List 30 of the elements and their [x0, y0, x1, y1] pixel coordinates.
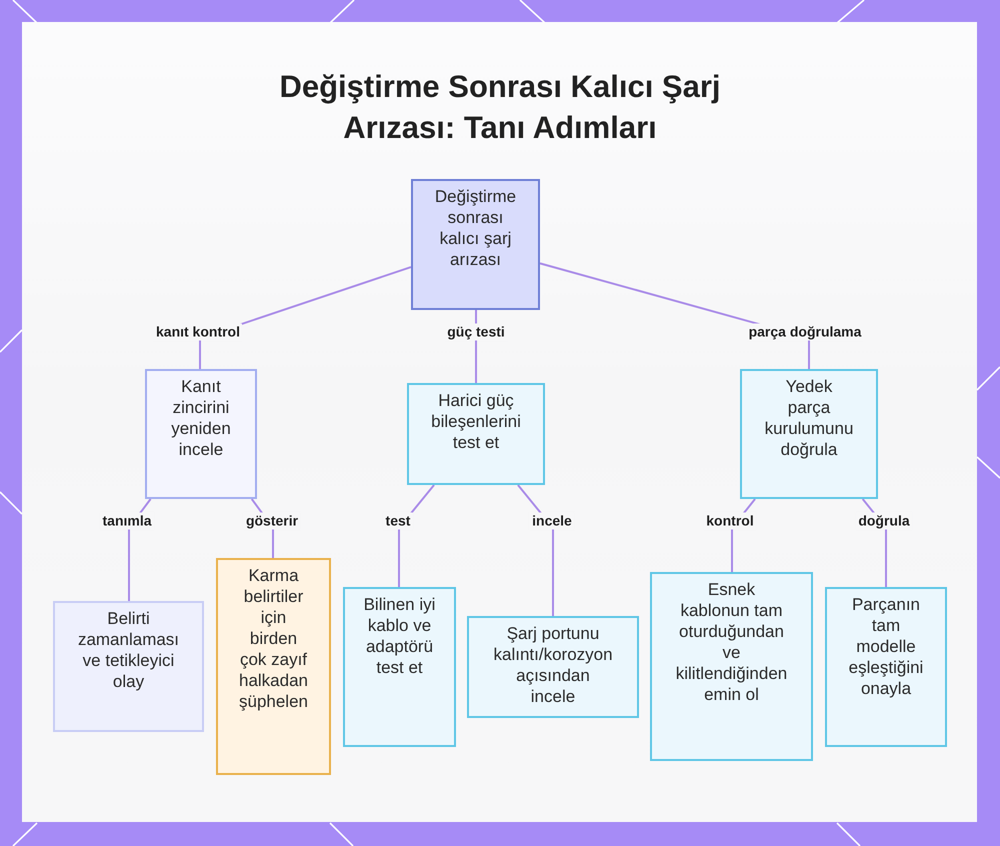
process-box [825, 587, 947, 747]
box-text: Parçanın tam modelle eşleştiğini onayla [848, 594, 924, 699]
edge-label: doğrula [856, 512, 912, 530]
diagram-title: Değiştirme Sonrası Kalıcı Şarj Arızası: Tanı Adımları [278, 68, 722, 147]
box-text: Yedek parça kurulumunu doğrula [764, 376, 854, 460]
edge-label: gösterir [244, 512, 300, 530]
process-box [145, 369, 257, 499]
edge-label: incele [530, 512, 574, 530]
process-box [216, 558, 331, 775]
edge-label: kanıt kontrol [154, 324, 242, 340]
process-box [650, 572, 813, 761]
process-box [407, 383, 545, 485]
process-box [467, 616, 639, 718]
process-box [343, 587, 456, 747]
box-text: Esnek kablonun tam oturduğundan ve kilitlendiğinden emin ol [675, 579, 788, 705]
box-text: Belirti zamanlaması ve tetikleyici olay [77, 608, 180, 692]
edge-label: güç testi [445, 324, 507, 340]
process-box [53, 601, 204, 732]
edge-label: parça doğrulama [746, 324, 864, 340]
edge-label: kontrol [704, 512, 756, 530]
edge-label: tanımla [100, 512, 154, 530]
edge-label: test [384, 512, 412, 530]
box-text: Kanıt zincirini yeniden incele [170, 376, 232, 460]
process-box [740, 369, 878, 499]
box-text: Değiştirme sonrası kalıcı şarj arızası [434, 186, 517, 270]
box-text: Şarj portunu kalıntı/korozyon açısından incele [494, 623, 612, 707]
box-text: Harici güç bileşenlerini test et [430, 390, 522, 453]
process-box [411, 179, 540, 310]
box-text: Bilinen iyi kablo ve adaptörü test et [363, 594, 436, 678]
box-text: Karma belirtiler için birden çok zayıf halkadan şüphelen [238, 565, 309, 712]
